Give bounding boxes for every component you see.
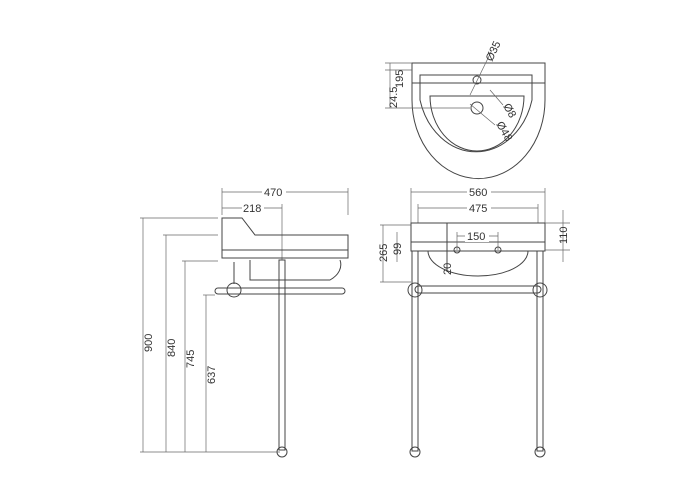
dim-99: 99 — [392, 243, 404, 255]
dim-840: 840 — [166, 339, 178, 357]
dim-24-5: 24.5 — [388, 87, 400, 108]
dim-265: 265 — [378, 244, 390, 262]
dim-475: 475 — [469, 203, 487, 215]
dim-35: Ø35 — [484, 39, 504, 63]
front-view: 560 475 150 265 99 110 20 — [378, 186, 570, 458]
basin-outer — [411, 83, 546, 180]
dim-470: 470 — [264, 187, 282, 199]
dim-637: 637 — [206, 366, 218, 384]
waste-hole — [470, 101, 484, 115]
leg-right — [536, 250, 544, 452]
dim-560: 560 — [469, 187, 487, 199]
dim-8: Ø8 — [500, 102, 518, 121]
leg-left — [411, 250, 419, 452]
side-view: 470 218 900 840 745 637 — [140, 186, 349, 458]
basin-rim — [411, 62, 546, 84]
dim-900: 900 — [143, 334, 155, 352]
dim-20: 20 — [442, 263, 454, 275]
tap-hole — [472, 75, 482, 85]
basin-side — [221, 217, 349, 259]
leg — [278, 259, 286, 451]
dim-110: 110 — [558, 226, 570, 244]
towel-rail — [214, 287, 346, 295]
dim-195: 195 — [394, 70, 406, 88]
dim-218: 218 — [243, 203, 261, 215]
dim-150: 150 — [467, 231, 485, 243]
basin-front — [410, 222, 546, 252]
basin-inner — [419, 74, 533, 153]
dim-745: 745 — [185, 350, 197, 368]
basin-bowl — [429, 95, 525, 152]
towel-rail — [414, 285, 542, 294]
top-view: 195 24.5 Ø35 Ø8 Ø48 — [385, 39, 546, 180]
dim-48: Ø48 — [493, 120, 514, 144]
